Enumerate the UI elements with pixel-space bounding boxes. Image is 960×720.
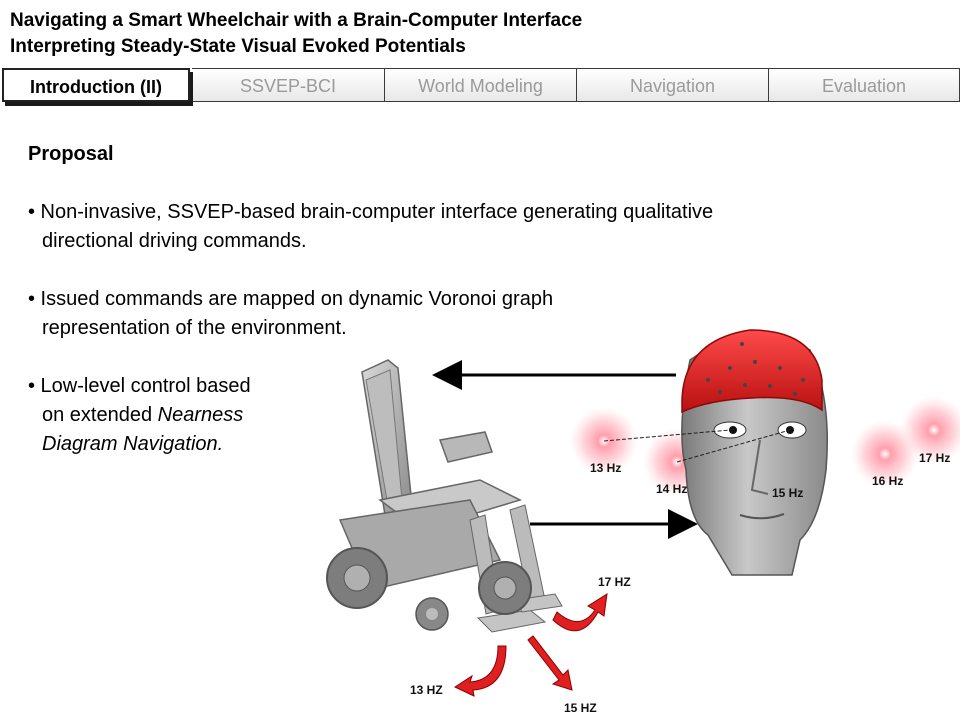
bullet-2-line-1: • Issued commands are mapped on dynamic … — [28, 288, 554, 310]
title-line-1: Navigating a Smart Wheelchair with a Bra… — [10, 10, 583, 31]
tab-introduction[interactable]: Introduction (II) — [2, 68, 190, 102]
slide-title: Navigating a Smart Wheelchair with a Bra… — [10, 8, 582, 60]
tab-ssvep-bci[interactable]: SSVEP-BCI — [192, 68, 385, 102]
tab-evaluation[interactable]: Evaluation — [769, 68, 960, 102]
command-label-17hz: 17 HZ — [598, 575, 631, 589]
head-with-eeg-cap-icon — [603, 329, 828, 576]
bullet-1: • Non-invasive, SSVEP-based brain-comput… — [28, 198, 713, 256]
tab-world-modeling[interactable]: World Modeling — [385, 68, 577, 102]
command-label-13hz: 13 HZ — [410, 683, 443, 697]
section-heading: Proposal — [28, 143, 114, 165]
wheelchair-icon — [326, 359, 563, 633]
bullet-3-line-2: on extended Nearness — [28, 401, 713, 430]
right-turn-arrow-icon — [552, 593, 608, 632]
tab-navigation[interactable]: Navigation — [577, 68, 769, 102]
bullet-1-line-2: directional driving commands. — [42, 230, 307, 252]
bullet-3-line-1: • Low-level control based — [28, 375, 251, 397]
left-turn-arrow-icon — [453, 645, 507, 697]
section-tab-bar: Introduction (II) SSVEP-BCI World Modeli… — [0, 68, 960, 104]
title-line-2: Interpreting Steady-State Visual Evoked … — [10, 36, 466, 57]
bullet-3-emphasis: Nearness — [157, 404, 244, 426]
label-14hz: 14 Hz — [656, 482, 687, 496]
bullet-2: • Issued commands are mapped on dynamic … — [28, 285, 713, 343]
label-16hz: 16 Hz — [872, 474, 903, 488]
label-15hz: 15 Hz — [772, 486, 803, 500]
label-17hz: 17 Hz — [919, 451, 950, 465]
bullet-3-prefix: on extended — [42, 404, 158, 426]
stimulus-17hz-icon — [900, 396, 960, 464]
forward-arrow-icon — [527, 635, 573, 691]
label-13hz: 13 Hz — [590, 461, 621, 475]
slide-body: Proposal • Non-invasive, SSVEP-based bra… — [28, 140, 713, 459]
bullet-1-line-1: • Non-invasive, SSVEP-based brain-comput… — [28, 201, 714, 223]
direction-arrows — [453, 593, 608, 697]
bullet-3: • Low-level control based on extended Ne… — [28, 372, 713, 459]
bullet-2-line-2: representation of the environment. — [42, 317, 347, 339]
command-label-15hz: 15 HZ — [564, 701, 597, 715]
bullet-3-line-3: Diagram Navigation. — [42, 433, 224, 455]
